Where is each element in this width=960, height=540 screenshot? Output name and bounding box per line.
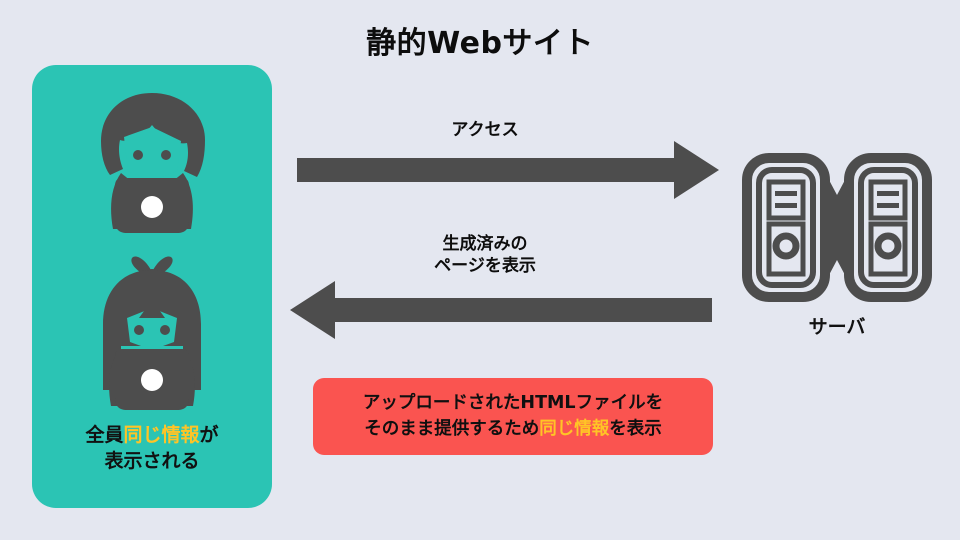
page-title: 静的Webサイト — [366, 26, 594, 61]
arrow-left-icon — [290, 281, 712, 339]
arrow-right-icon — [297, 141, 719, 199]
body-dot — [141, 196, 163, 218]
client-panel: 全員同じ情報が 表示される — [32, 65, 272, 508]
eye-right — [160, 325, 170, 335]
eye-right — [161, 150, 171, 160]
callout-line1: アップロードされたHTMLファイルを — [362, 393, 664, 414]
callout-line2-post: を表示 — [609, 418, 662, 439]
eye-left — [133, 150, 143, 160]
server-tower-pair-icon — [742, 153, 932, 302]
server-label: サーバ — [808, 316, 866, 338]
response-arrow-label-line1: 生成済みの — [442, 234, 528, 254]
callout-line2: そのまま提供するため同じ情報を表示 — [363, 417, 663, 442]
body-dot — [141, 369, 163, 391]
callout-line2-pre: そのまま提供するため — [364, 418, 540, 439]
client-caption-line2: 表示される — [104, 449, 200, 472]
client-caption-line1-pre: 全員 — [85, 424, 124, 446]
access-arrow-label: アクセス — [451, 120, 519, 140]
callout-highlight: 同じ情報 — [539, 418, 610, 439]
client-caption-highlight: 同じ情報 — [123, 424, 200, 446]
callout-box: アップロードされたHTMLファイルを そのまま提供するため同じ情報を表示 — [313, 378, 713, 455]
response-arrow-label: 生成済みの ページを表示 — [355, 233, 615, 277]
client-caption-line1: 全員同じ情報が — [32, 423, 272, 449]
person-short-hair-icon — [101, 93, 205, 233]
eye-left — [134, 325, 144, 335]
person-long-hair-ribbon-icon — [103, 256, 201, 410]
client-caption-line1-post: が — [199, 424, 219, 446]
client-caption: 全員同じ情報が 表示される — [32, 423, 272, 474]
callout-text: アップロードされたHTMLファイルを そのまま提供するため同じ情報を表示 — [355, 391, 671, 442]
response-arrow-label-line2: ページを表示 — [434, 256, 536, 277]
